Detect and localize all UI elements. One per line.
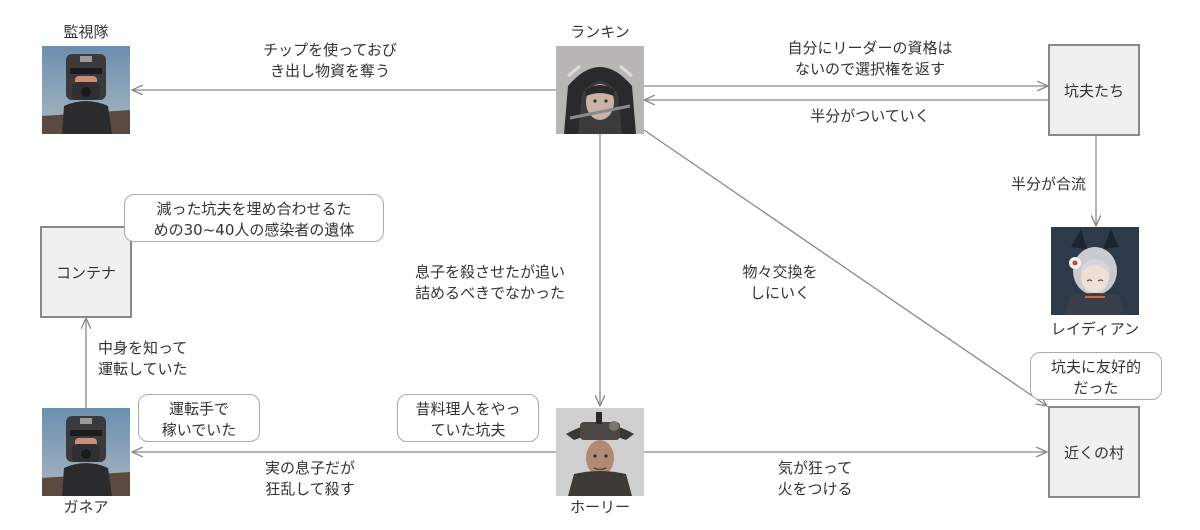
node-label-kanshitai: 監視隊 [63,23,109,41]
edge-label-realson: 実の息子だが 狂乱して殺す [240,458,380,500]
node-label-holly: ホーリー [569,498,630,516]
bubble-holly-note: 昔料理人をやっ ていた坑夫 [397,394,539,442]
edge-label-chip-line1: チップを使っておび [263,41,397,59]
edge-label-son-line2: 詰めるべきでなかった [414,284,565,302]
edge-label-half-follow: 半分がついていく [810,107,930,125]
edge-label-fire-line2: 火をつける [777,480,853,498]
bubble-village-note: 坑夫に友好的 だった [1030,352,1162,400]
bubble-ganea-note: 運転手で 稼いでいた [138,394,260,442]
bubble-village-note-line1: 坑夫に友好的 [1050,358,1141,376]
edge-label-realson-line1: 実の息子だが [264,459,355,477]
node-container: コンテナ [40,226,132,318]
edge-label-trade: 物々交換を しにいく [730,262,830,304]
reidian-portrait [1051,227,1139,315]
node-label-reidian: レイディアン [1050,320,1140,338]
edge-label-leader: 自分にリーダーの資格は ないので選択権を返す [760,38,980,80]
kanshitai-portrait [42,46,130,134]
bubble-holly-note-line2: ていた坑夫 [430,421,506,439]
bubble-container-note: 減った坑夫を埋め合わせるた めの30~40人の感染者の遺体 [124,194,384,242]
node-label-rankin: ランキン [570,23,630,41]
bubble-ganea-note-line2: 稼いでいた [161,421,237,439]
edge-label-son: 息子を殺させたが追い 詰めるべきでなかった [390,262,590,304]
node-label-koufutachi: 坑夫たち [1063,81,1124,100]
bubble-holly-note-line1: 昔料理人をやっ [415,400,521,418]
holly-portrait [556,408,644,496]
edge-label-son-line1: 息子を殺させたが追い [414,263,565,281]
edge-label-inside-line2: 運転していた [98,360,188,378]
edge-label-trade-line2: しにいく [749,284,810,302]
node-label-ganea: ガネア [63,498,109,516]
node-label-village: 近くの村 [1063,443,1124,462]
node-village: 近くの村 [1048,406,1140,498]
edge-label-inside-line1: 中身を知って [98,339,188,357]
bubble-container-note-line2: めの30~40人の感染者の遺体 [153,221,355,239]
node-label-container: コンテナ [55,263,116,282]
edge-label-half-join: 半分が合流 [1010,175,1086,193]
edge-rankin-to-village [643,129,1047,406]
edge-label-chip-line2: き出し物資を奪う [269,62,390,80]
edge-label-leader-line2: ないので選択権を返す [794,60,945,78]
edge-label-trade-line1: 物々交換を [742,263,818,281]
edge-label-chip: チップを使っておび き出し物資を奪う [230,40,430,82]
node-koufutachi: 坑夫たち [1048,44,1140,136]
edge-label-leader-line1: 自分にリーダーの資格は [787,39,953,57]
rankin-portrait [556,46,644,134]
edge-label-inside: 中身を知って 運転していた [98,338,208,380]
edge-label-fire: 気が狂って 火をつける [760,458,870,500]
bubble-ganea-note-line1: 運転手で [168,400,229,418]
edge-label-realson-line2: 狂乱して殺す [265,480,355,498]
bubble-village-note-line2: だった [1073,379,1119,397]
ganea-portrait [42,408,130,496]
edge-label-fire-line1: 気が狂って [777,459,853,477]
bubble-container-note-line1: 減った坑夫を埋め合わせるた [156,200,352,218]
